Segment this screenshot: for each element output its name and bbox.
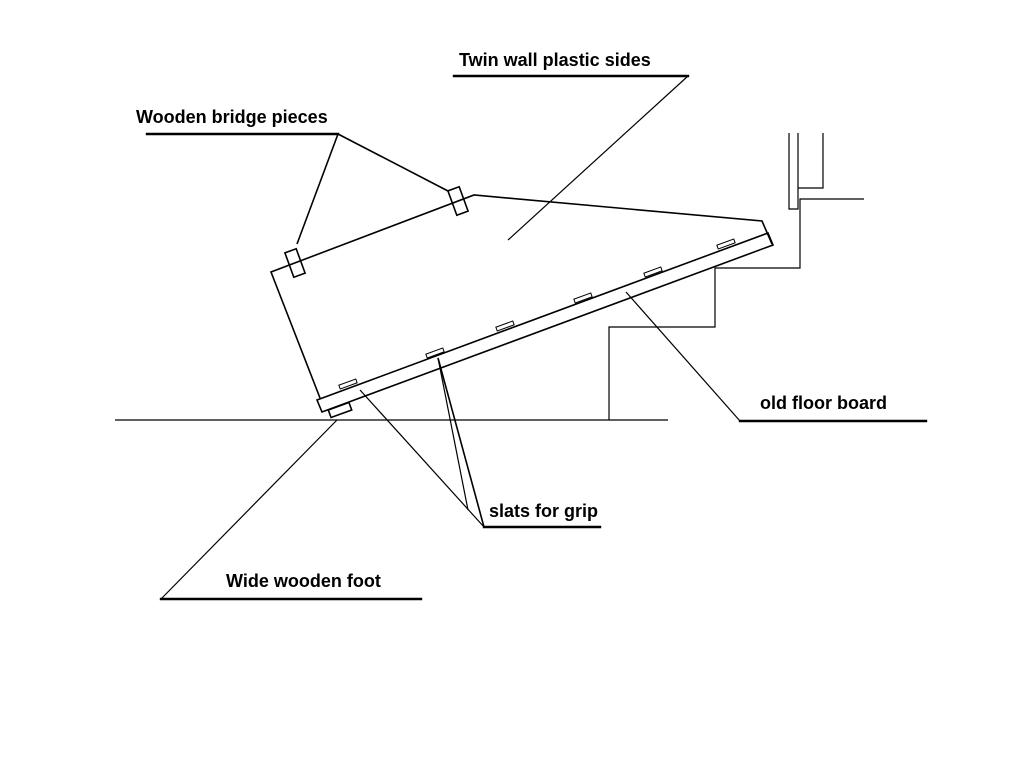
label-bridge: Wooden bridge pieces: [136, 107, 328, 127]
bridge-piece: [446, 185, 470, 217]
slat: [338, 378, 358, 390]
door-frame-inner: [798, 133, 824, 189]
slat: [643, 266, 663, 278]
leader-floorboard: [625, 291, 741, 422]
side-panel-outline: [269, 194, 773, 399]
leader-bridge-1: [296, 133, 339, 245]
label-floorboard: old floor board: [760, 393, 887, 413]
slat: [495, 320, 515, 332]
door-frame: [788, 133, 799, 210]
bridge-piece: [283, 247, 307, 279]
leader-bridge-2: [337, 133, 449, 192]
slat: [425, 347, 445, 359]
leader-slats-2: [437, 357, 485, 528]
leader-slats-1: [359, 389, 485, 528]
floor-board: [315, 231, 775, 414]
label-sides: Twin wall plastic sides: [459, 50, 651, 70]
label-slats: slats for grip: [489, 501, 598, 521]
slat: [716, 238, 736, 250]
step-lower: [608, 198, 864, 420]
wooden-foot: [327, 401, 353, 419]
leader-slats-3: [437, 357, 469, 511]
label-foot: Wide wooden foot: [226, 571, 381, 591]
leader-foot: [160, 419, 338, 600]
slat: [573, 292, 593, 304]
leader-sides: [507, 75, 689, 241]
